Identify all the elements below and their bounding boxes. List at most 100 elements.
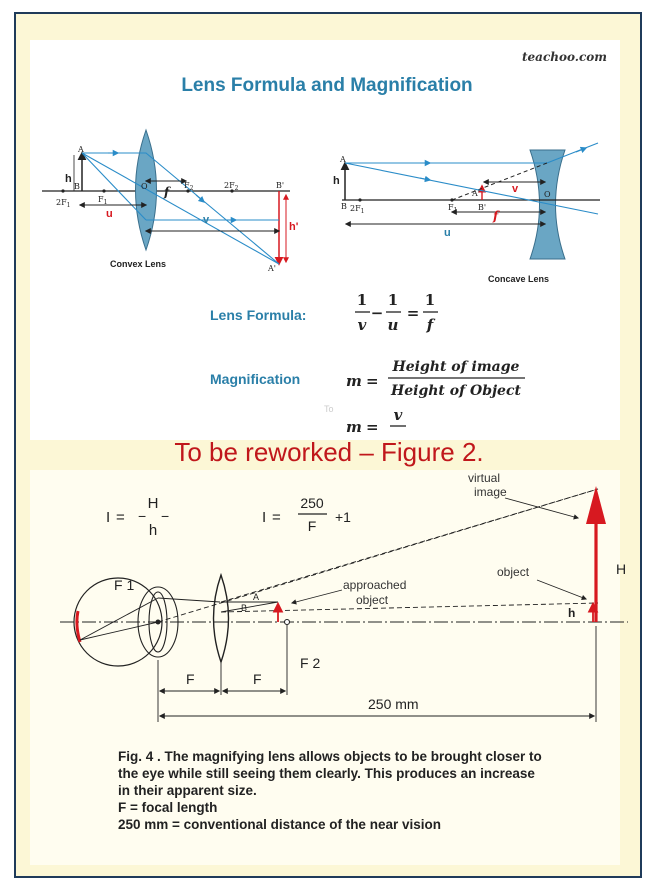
concave-label-u: u <box>444 227 451 239</box>
convex-label-h: h <box>65 173 72 185</box>
eye-ray-3 <box>157 597 221 603</box>
convex-label-O: O <box>141 182 148 191</box>
retina-image <box>75 610 82 643</box>
point-2f2 <box>230 189 234 193</box>
concave-label-Bp: B' <box>478 203 486 212</box>
convex-label-u: u <box>106 208 113 220</box>
concave-arrow-mark-2 <box>419 175 432 183</box>
ray-parallel <box>82 152 280 265</box>
f1-equals: = <box>116 509 125 526</box>
convex-label-2F1: 2F1 <box>56 198 70 209</box>
convex-label-B: B <box>74 182 80 191</box>
convex-label-Bp: B' <box>276 181 284 190</box>
label-object: object <box>497 565 530 579</box>
arrow-mark-2 <box>195 194 205 203</box>
convex-label-f: f <box>163 185 171 199</box>
f2-lhs: I <box>262 509 266 526</box>
pointer-virtual <box>504 497 580 520</box>
magnifying-lens <box>212 572 230 665</box>
page-title: Lens Formula and Magnification <box>181 75 472 96</box>
f2-plus: +1 <box>335 509 351 525</box>
mag-num: Height of image <box>392 359 520 375</box>
rework-banner: To be reworked – Figure 2. <box>174 437 484 467</box>
point-f2 <box>186 189 190 193</box>
watermark: teachoo.com <box>522 50 607 64</box>
concave-label-v: v <box>512 183 519 195</box>
f1-dash1: − <box>138 508 146 524</box>
stray-text: To <box>324 404 334 414</box>
lf-minus: − <box>371 304 384 322</box>
concave-label-h: h <box>333 175 340 187</box>
label-A: A <box>253 592 259 602</box>
lf-den1: v <box>358 316 367 334</box>
label-virtual-2: image <box>474 485 507 499</box>
label-F-left: F <box>186 671 195 687</box>
concave-point-2f1 <box>358 198 362 202</box>
label-250mm: 250 mm <box>368 696 419 712</box>
ray-B <box>220 601 279 613</box>
eye-ray-2 <box>79 597 159 641</box>
formula-I-250-F: I = 250 F +1 <box>262 495 351 534</box>
mag-equals2: = <box>366 418 379 436</box>
eye-lens-outer <box>137 586 179 658</box>
convex-label-2F2: 2F2 <box>224 181 239 192</box>
caption-line-2: the eye while still seeing them clearly.… <box>118 766 535 781</box>
label-h: h <box>568 606 575 620</box>
concave-label-A: A <box>339 155 346 164</box>
formula-I-H-h: I = − H h − <box>106 495 169 539</box>
mag-m: m <box>346 372 362 390</box>
lf-equals: = <box>407 304 420 322</box>
convex-label-A: A <box>77 145 84 154</box>
convex-label-Ap: A' <box>267 264 276 273</box>
label-virtual-1: virtual <box>468 471 500 485</box>
concave-label-f: f <box>492 209 500 223</box>
concave-arrow-mark-3 <box>575 146 588 154</box>
figure-caption: Fig. 4 . The magnifying lens allows obje… <box>118 748 618 833</box>
eyeball <box>73 577 163 667</box>
f1-dash2: − <box>161 508 169 524</box>
lf-num3: 1 <box>425 291 435 309</box>
label-H: H <box>616 561 626 577</box>
caption-line-5: 250 mm = conventional distance of the ne… <box>118 817 441 832</box>
concave-point-f1 <box>450 198 454 202</box>
virtual-ray-mid <box>157 488 599 623</box>
virtual-image-arrowhead <box>586 486 606 524</box>
mag-m2: m <box>346 418 362 436</box>
f1-lhs: I <box>106 509 110 526</box>
concave-lens-caption: Concave Lens <box>488 274 549 284</box>
concave-lens-diagram <box>340 142 600 260</box>
mag-num2: v <box>394 406 403 424</box>
concave-ray-diverge <box>546 142 599 164</box>
label-F2: F 2 <box>300 655 320 671</box>
lens-formula-equation: 1 v − 1 u = 1 f <box>355 291 438 334</box>
concave-label-F1: F1 <box>448 203 457 214</box>
caption-line-4: F = focal length <box>118 800 218 815</box>
label-approached-2: object <box>356 593 389 607</box>
lf-den3: f <box>426 316 436 334</box>
f2-num: 250 <box>300 495 324 511</box>
ray-object-far <box>220 602 599 613</box>
ray-center <box>81 152 280 265</box>
magnifier-panel <box>30 470 620 865</box>
label-F1: F 1 <box>114 577 134 593</box>
concave-ray-center <box>344 162 599 215</box>
point-F2 <box>283 618 291 626</box>
virtual-ray-top <box>220 488 599 603</box>
concave-label-Ap: A' <box>471 189 480 198</box>
f1-num: H <box>148 495 159 512</box>
point-2f1 <box>61 189 65 193</box>
label-approached-1: approached <box>343 578 406 592</box>
f2-den: F <box>308 518 317 534</box>
convex-lens-caption: Convex Lens <box>110 259 166 269</box>
label-F-right: F <box>253 671 262 687</box>
mag-den: Height of Object <box>390 383 521 399</box>
lf-den2: u <box>388 316 399 334</box>
point-f1 <box>102 189 106 193</box>
caption-line-1: Fig. 4 . The magnifying lens allows obje… <box>118 749 542 764</box>
magnification-equation: m = Height of image Height of Object m =… <box>346 359 525 436</box>
eye-lens-inner <box>148 591 168 653</box>
eye-ray-1 <box>79 621 159 641</box>
lens-formula-label: Lens Formula: <box>210 307 306 323</box>
pointer-approached <box>290 589 343 605</box>
label-B: B <box>241 603 247 613</box>
